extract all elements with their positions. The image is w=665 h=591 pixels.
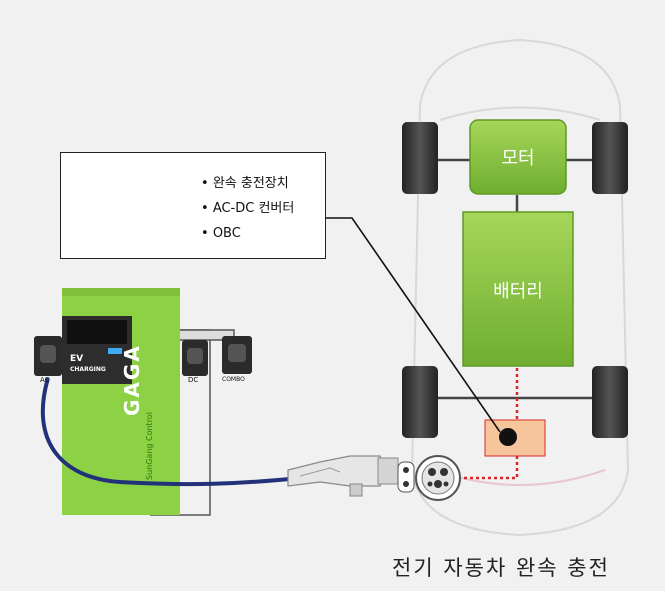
charger-ev-text: EV [70,354,84,364]
obc-info-box: 완속 충전장치 AC-DC 컨버터 OBC [60,152,326,259]
charging-cable [40,377,301,487]
leader-line [326,217,501,433]
info-item-slow-charger: 완속 충전장치 [201,171,294,196]
motor-label: 모터 [501,148,535,169]
charger-top [62,288,180,296]
battery-box [462,211,574,367]
charger-charging-text: CHARGING [70,366,106,373]
diagram-caption: 전기 자동차 완속 충전 [392,556,610,580]
info-item-ac-dc-converter: AC-DC 컨버터 [201,196,295,221]
tire-front-right [592,122,628,194]
dotted-link-obc-inlet [462,456,519,480]
port-label-combo: COMBO [222,376,245,383]
port-label-dc: DC [188,376,199,384]
tire-front-left [402,122,438,194]
obc-dot [499,428,517,446]
obc-info-list: 완속 충전장치 AC-DC 컨버터 OBC [201,171,295,246]
port-label-ac: AC [40,376,50,384]
charger-light [108,348,122,354]
sockets [34,336,252,376]
info-item-obc: OBC [201,221,294,246]
charger-screen-text: EV CHARGING [70,354,106,375]
battery-label: 배터리 [493,281,543,302]
tires [402,122,628,438]
motor-box [469,119,567,195]
charger-brand: GAGA [120,344,144,416]
tire-rear-left [402,366,438,438]
charger-sub-brand: SunGang Control [145,412,154,480]
charger-screen [67,320,127,344]
car-inlet [397,455,461,501]
tire-rear-right [592,366,628,438]
charging-plug [287,455,399,497]
